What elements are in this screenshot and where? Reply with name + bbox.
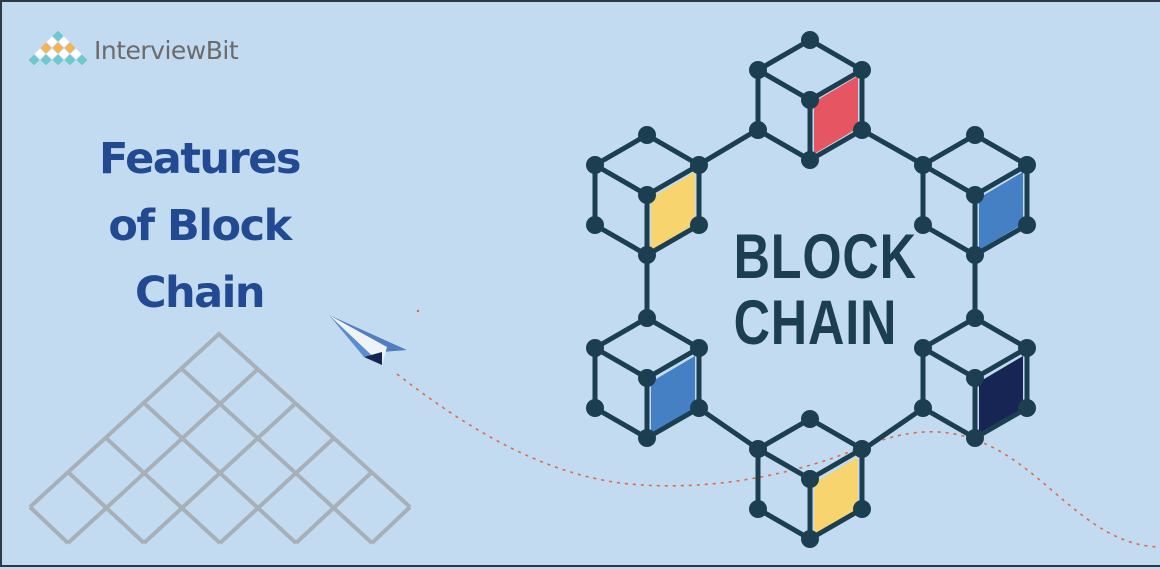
title-line-2: of Block: [108, 201, 292, 251]
paper-plane-icon: [329, 315, 407, 365]
title-line-1: Features: [99, 134, 301, 184]
diamond-grid-decoration: [28, 331, 412, 545]
logo-word-interview: Interview: [94, 35, 206, 65]
cube-upper-left: [586, 126, 708, 264]
title-line-3: Chain: [134, 268, 266, 318]
cube-upper-right: [914, 126, 1036, 264]
page-title: Features of Block Chain: [62, 126, 337, 327]
diamond-pyramid-logo-icon: [27, 29, 89, 67]
logo-wordmark: InterviewBit: [94, 35, 239, 65]
dotted-flight-trail: [396, 373, 1160, 548]
label-block: BLOCK: [733, 222, 917, 292]
cube-lower-left: [586, 309, 708, 447]
logo-word-bit: Bit: [205, 35, 239, 65]
interviewbit-logo[interactable]: InterviewBit: [26, 28, 239, 72]
cube-top: [749, 31, 871, 169]
cube-bottom: [749, 410, 871, 548]
label-chain: CHAIN: [733, 288, 898, 358]
cube-lower-right: [914, 309, 1036, 447]
blockchain-center-label: BLOCK CHAIN: [733, 222, 917, 358]
